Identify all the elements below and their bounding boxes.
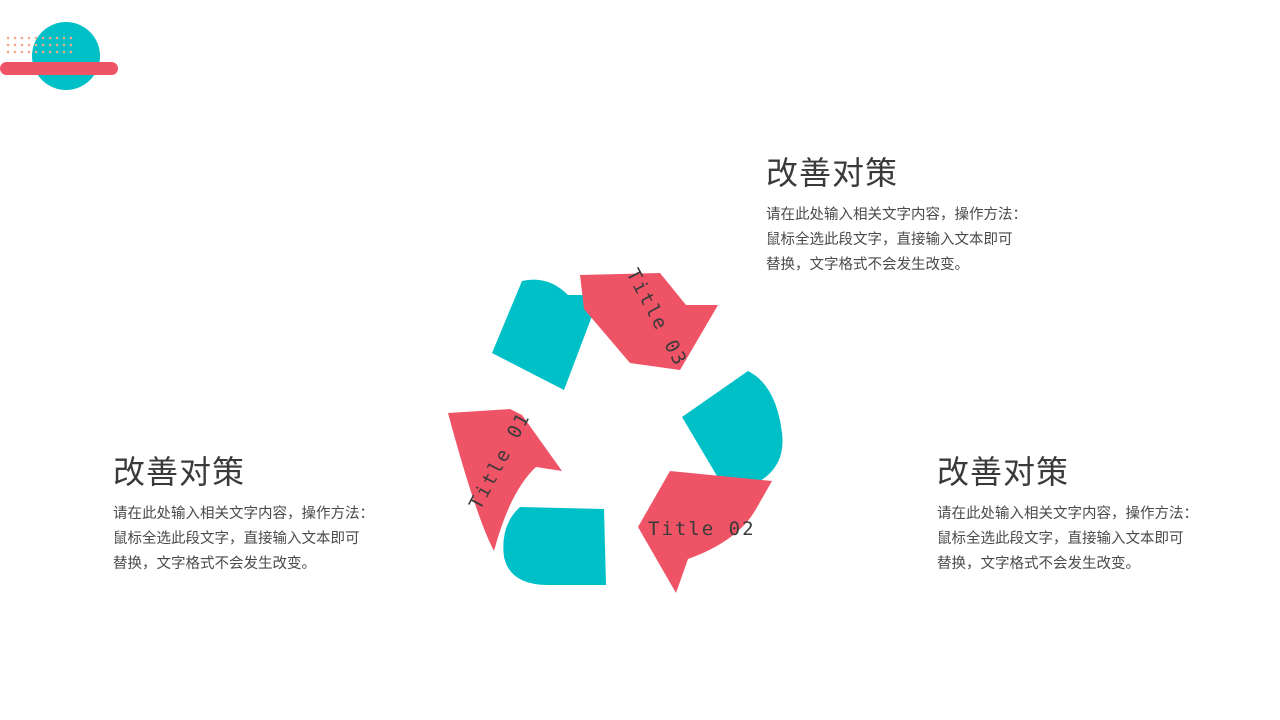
block-body: 请在此处输入相关文字内容，操作方法： 鼠标全选此段文字，直接输入文本即可 替换，…	[937, 502, 1237, 577]
body-line: 替换，文字格式不会发生改变。	[113, 556, 316, 572]
text-block-left: 改善对策 请在此处输入相关文字内容，操作方法： 鼠标全选此段文字，直接输入文本即…	[113, 452, 413, 577]
teal-segment-top	[492, 279, 600, 390]
body-line: 鼠标全选此段文字，直接输入文本即可	[766, 232, 1013, 248]
cycle-title-02: Title 02	[648, 518, 756, 540]
dot-grid-decoration	[6, 36, 73, 54]
block-body: 请在此处输入相关文字内容，操作方法： 鼠标全选此段文字，直接输入文本即可 替换，…	[113, 502, 413, 577]
teal-segment-bottom	[503, 507, 606, 585]
text-block-top: 改善对策 请在此处输入相关文字内容，操作方法： 鼠标全选此段文字，直接输入文本即…	[766, 153, 1066, 278]
text-block-right: 改善对策 请在此处输入相关文字内容，操作方法： 鼠标全选此段文字，直接输入文本即…	[937, 452, 1237, 577]
red-arrow-left	[448, 409, 562, 551]
body-line: 请在此处输入相关文字内容，操作方法：	[766, 207, 1027, 223]
block-heading: 改善对策	[766, 154, 899, 192]
teal-segment-right	[682, 371, 783, 481]
body-line: 鼠标全选此段文字，直接输入文本即可	[937, 531, 1184, 547]
red-arrow-right	[638, 471, 772, 593]
block-heading: 改善对策	[937, 453, 1070, 491]
teal-circle-decoration	[32, 22, 100, 90]
red-arrow-top	[580, 273, 718, 370]
cycle-diagram: Title 03 Title 01 Title 02	[448, 265, 783, 593]
body-line: 请在此处输入相关文字内容，操作方法：	[113, 506, 374, 522]
body-line: 鼠标全选此段文字，直接输入文本即可	[113, 531, 360, 547]
corner-decoration	[0, 22, 118, 90]
red-bar-decoration	[0, 62, 118, 75]
block-heading: 改善对策	[113, 453, 246, 491]
block-body: 请在此处输入相关文字内容，操作方法： 鼠标全选此段文字，直接输入文本即可 替换，…	[766, 203, 1066, 278]
body-line: 替换，文字格式不会发生改变。	[766, 257, 969, 273]
body-line: 替换，文字格式不会发生改变。	[937, 556, 1140, 572]
body-line: 请在此处输入相关文字内容，操作方法：	[937, 506, 1198, 522]
